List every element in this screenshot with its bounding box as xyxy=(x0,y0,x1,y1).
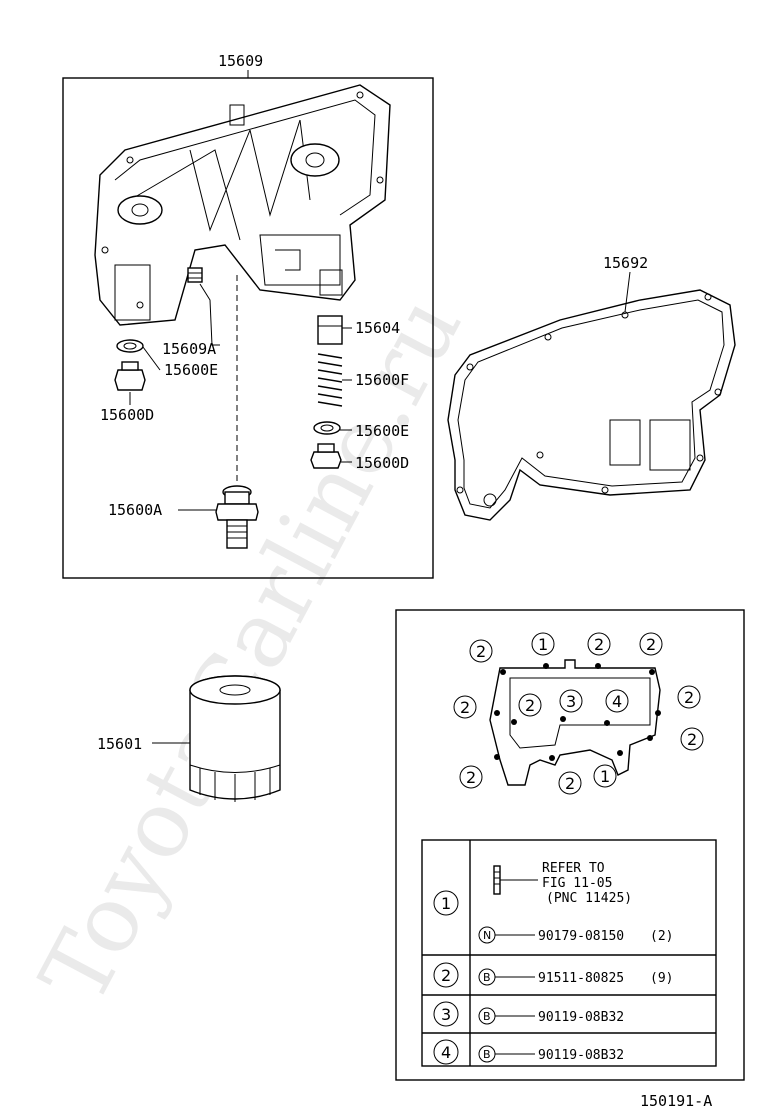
symbol-n: N xyxy=(483,929,491,942)
marker-2: 2 xyxy=(453,695,477,719)
part-90179-08150: 90179-08150 xyxy=(538,929,624,944)
plug-15600d-right xyxy=(310,443,352,469)
marker-1: 1 xyxy=(531,632,555,656)
label-15609a: 15609A xyxy=(162,340,216,358)
oil-filter-15601 xyxy=(152,675,281,802)
part-90119-08b32: 90119-08B32 xyxy=(538,1048,624,1063)
plug-15600d-left xyxy=(114,361,146,405)
label-15601: 15601 xyxy=(97,735,142,753)
label-15600d-left: 15600D xyxy=(100,406,154,424)
legend-table xyxy=(421,839,717,1067)
watermark: ToyotaCarline.ru xyxy=(20,279,482,1021)
part-90119-08b32: 90119-08B32 xyxy=(538,1010,624,1025)
marker-2: 2 xyxy=(677,685,701,709)
svg-text:2: 2 xyxy=(684,688,694,707)
stud-icon xyxy=(493,865,538,895)
refer-line-3: (PNC 11425) xyxy=(546,891,632,906)
label-15600f: 15600F xyxy=(355,371,409,389)
gasket-15692 xyxy=(447,271,736,521)
svg-text:2: 2 xyxy=(594,635,604,654)
figure-id: 150191-A xyxy=(640,1092,712,1110)
refer-line-2: FIG 11-05 xyxy=(542,876,612,891)
svg-text:2: 2 xyxy=(565,774,575,793)
qty-row2: (9) xyxy=(650,971,673,986)
legend-row-2: 2 B 91511-80825 (9) xyxy=(433,962,673,988)
marker-2: 2 xyxy=(518,693,542,717)
legend-index-2: 2 xyxy=(441,966,451,985)
bolt-diagram-box xyxy=(395,609,745,1081)
label-15600e-left: 15600E xyxy=(164,361,218,379)
union-bolt-15600a xyxy=(178,485,259,549)
oil-pump-housing xyxy=(94,84,391,326)
svg-text:2: 2 xyxy=(525,696,535,715)
symbol-b: B xyxy=(483,1048,491,1061)
legend-row-3: 3 B 90119-08B32 xyxy=(433,1001,624,1027)
symbol-b: B xyxy=(483,971,491,984)
plug-15609a xyxy=(187,267,220,346)
label-15600e-right: 15600E xyxy=(355,422,409,440)
label-15604: 15604 xyxy=(355,319,400,337)
spring-15600f xyxy=(317,353,352,407)
legend-row-4: 4 B 90119-08B32 xyxy=(433,1039,624,1065)
washer-15600e-right xyxy=(313,421,352,435)
marker-4: 4 xyxy=(605,689,629,713)
bolt-layout-housing xyxy=(489,659,661,786)
legend-row-1: 1 REFER TO FIG 11-05 (PNC 11425) N 90179… xyxy=(433,861,673,944)
label-15609: 15609 xyxy=(218,52,263,70)
label-15600d-right: 15600D xyxy=(355,454,409,472)
symbol-b: B xyxy=(483,1010,491,1023)
qty-row1: (2) xyxy=(650,929,673,944)
svg-text:2: 2 xyxy=(460,698,470,717)
marker-2: 2 xyxy=(558,771,582,795)
marker-2: 2 xyxy=(459,765,483,789)
part-91511-80825: 91511-80825 xyxy=(538,971,624,986)
svg-text:2: 2 xyxy=(466,768,476,787)
marker-2: 2 xyxy=(639,632,663,656)
svg-text:2: 2 xyxy=(646,635,656,654)
svg-text:2: 2 xyxy=(687,730,697,749)
washer-15600e-left xyxy=(116,339,161,371)
refer-line-1: REFER TO xyxy=(542,861,605,876)
label-15600a: 15600A xyxy=(108,501,162,519)
label-15692: 15692 xyxy=(603,254,648,272)
svg-text:2: 2 xyxy=(476,642,486,661)
marker-2: 2 xyxy=(469,639,493,663)
marker-3: 3 xyxy=(559,689,583,713)
relief-valve-15604 xyxy=(317,315,352,345)
svg-text:3: 3 xyxy=(566,692,576,711)
marker-1: 1 xyxy=(593,764,617,788)
legend-index-4: 4 xyxy=(441,1043,451,1062)
legend-index-1: 1 xyxy=(441,894,451,913)
svg-text:4: 4 xyxy=(612,692,622,711)
legend-index-3: 3 xyxy=(441,1005,451,1024)
svg-text:1: 1 xyxy=(600,767,610,786)
marker-2: 2 xyxy=(587,632,611,656)
marker-2: 2 xyxy=(680,727,704,751)
svg-text:1: 1 xyxy=(538,635,548,654)
